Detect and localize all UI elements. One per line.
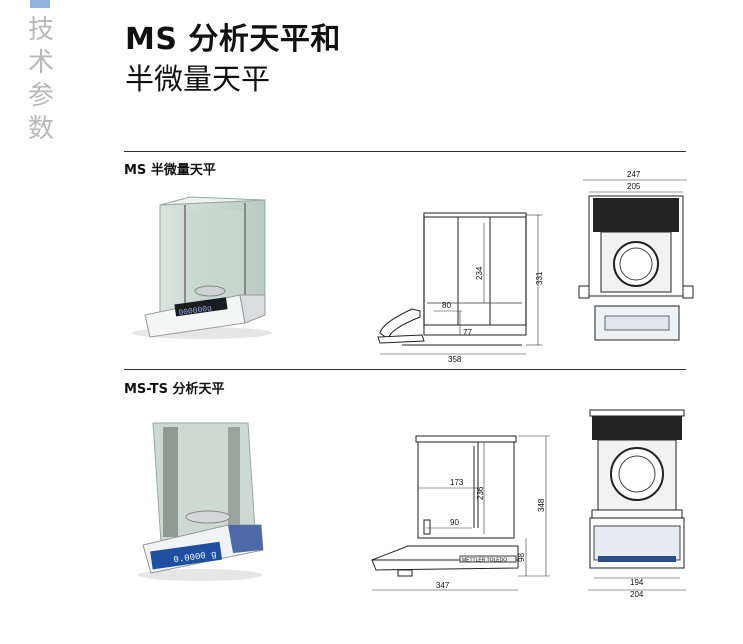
vertical-title-char: 术: [27, 48, 54, 78]
dim-overall-height: 331: [535, 271, 544, 285]
dim-pan-width: 80: [442, 301, 451, 310]
ms-ts-balance-photo: 0.0000 g: [138, 422, 264, 581]
dim-depth: 358: [448, 355, 462, 364]
dim-depth: 347: [436, 581, 450, 590]
dim-chamber-height: 234: [475, 266, 484, 280]
ms-ts-side-view-drawing: METTLER TOLEDO 173 236 90 348 98 347: [371, 435, 550, 591]
dim-base-height: 98: [517, 553, 526, 562]
dim-chamber-height: 236: [476, 486, 485, 500]
dim-inner-width: 205: [627, 182, 641, 191]
ms-ts-front-view-drawing: 194 204: [588, 409, 686, 599]
vertical-title-char: 数: [27, 114, 54, 144]
brand-label: METTLER TOLEDO: [462, 558, 507, 564]
section-divider: [124, 151, 686, 152]
dim-overall-height: 348: [537, 498, 546, 512]
side-accent-bar: [30, 0, 50, 8]
section-title-ms-ts: MS-TS 分析天平: [124, 382, 225, 397]
section-title-ms: MS 半微量天平: [124, 163, 216, 178]
dim-chamber-width: 173: [450, 478, 464, 487]
ms-side-view-drawing: 358 234 331 80 77: [377, 212, 544, 364]
dim-inner-width: 194: [630, 578, 644, 587]
page-title: MS 分析天平和: [125, 22, 341, 57]
page-subtitle: 半微量天平: [125, 62, 271, 96]
section-divider: [124, 369, 686, 370]
vertical-title-char: 参: [27, 81, 54, 111]
dim-outer-width: 204: [630, 590, 644, 599]
vertical-section-title: 技 术 参 数: [24, 14, 58, 146]
dim-outer-width: 247: [627, 170, 641, 179]
dim-pan-width: 90: [450, 518, 459, 527]
vertical-title-char: 技: [27, 15, 54, 45]
ms-balance-photo: 000000g: [132, 196, 272, 339]
dim-pan-height: 77: [463, 328, 472, 337]
ms-front-view-drawing: 247 205: [578, 170, 694, 341]
